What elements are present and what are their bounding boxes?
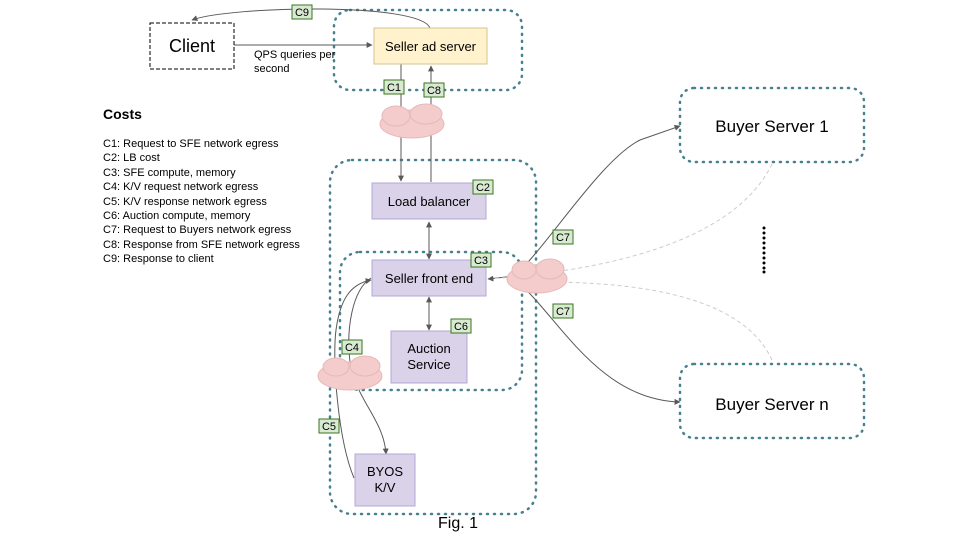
- buyer-server-n-group: [678, 362, 866, 440]
- costs-title: Costs: [103, 106, 142, 122]
- tag-c7-upper: C7: [552, 229, 574, 245]
- svg-text:C1: C1: [387, 82, 401, 94]
- tag-c8: C8: [423, 82, 445, 98]
- load-balancer-label: Load balancer: [388, 194, 471, 209]
- tag-c7-lower: C7: [552, 303, 574, 319]
- cost-item-c9: C9: Response to client: [103, 253, 214, 266]
- tag-c1: C1: [383, 79, 405, 95]
- svg-text:C7: C7: [556, 306, 570, 318]
- figure-caption: Fig. 1: [438, 515, 479, 532]
- seller-ad-server-label: Seller ad server: [385, 39, 477, 54]
- svg-text:C6: C6: [454, 321, 468, 333]
- more-buyers-ellipsis: [762, 226, 766, 274]
- tag-c6: C6: [450, 318, 472, 334]
- tag-c9: C9: [291, 4, 313, 20]
- byos-kv-label-line2: K/V: [375, 480, 396, 495]
- network-cloud-kv: [317, 355, 383, 391]
- client-label: Client: [169, 36, 215, 56]
- tag-c4: C4: [341, 339, 363, 355]
- cost-item-c3: C3: SFE compute, memory: [103, 166, 236, 179]
- tag-c5: C5: [318, 418, 340, 434]
- sfe-to-buyer-n-arrow: [519, 283, 681, 405]
- network-cloud-top: [379, 103, 445, 139]
- buyer-server-1-label: Buyer Server 1: [715, 117, 828, 136]
- network-cloud-buyers: [506, 258, 568, 294]
- cost-item-c7: C7: Request to Buyers network egress: [103, 224, 292, 237]
- seller-front-end-label: Seller front end: [385, 271, 473, 286]
- buyer-n-to-sfe-return: [539, 281, 773, 361]
- svg-text:C9: C9: [295, 7, 309, 19]
- buyer-server-1-group: [678, 86, 866, 164]
- cost-item-c6: C6: Auction compute, memory: [103, 210, 251, 223]
- svg-text:C7: C7: [556, 232, 570, 244]
- auction-service-node: Auction Service: [390, 330, 468, 384]
- load-balancer-node: Load balancer: [371, 182, 487, 220]
- svg-text:C3: C3: [474, 255, 488, 267]
- svg-text:C2: C2: [476, 182, 490, 194]
- sfe-to-buyer-1-arrow: [487, 124, 681, 280]
- svg-text:C4: C4: [345, 342, 359, 354]
- byos-kv-label-line1: BYOS: [367, 464, 403, 479]
- svg-text:C8: C8: [427, 85, 441, 97]
- seller-platform-group: [328, 158, 538, 516]
- tag-c3: C3: [470, 252, 492, 268]
- qps-note: QPS queries per second: [254, 49, 336, 75]
- cost-item-c5: C5: K/V response network egress: [103, 195, 267, 208]
- ad-server-group: [332, 8, 524, 92]
- tag-c2: C2: [472, 179, 494, 195]
- seller-front-end-node: Seller front end: [371, 259, 487, 297]
- seller-ad-server-node: Seller ad server: [373, 27, 488, 65]
- kv-to-sfe-arrow: [334, 278, 372, 479]
- cost-item-c2: C2: LB cost: [103, 152, 160, 165]
- buyer-1-to-sfe-return: [487, 163, 773, 282]
- ad-server-to-client-arrow: [191, 8, 431, 29]
- svg-text:C5: C5: [322, 421, 336, 433]
- buyer-server-n-label: Buyer Server n: [715, 395, 828, 414]
- cost-item-c1: C1: Request to SFE network egress: [103, 138, 279, 150]
- costs-list: C1: Request to SFE network egress C2: LB…: [103, 137, 300, 267]
- auction-service-label-line2: Service: [407, 357, 450, 372]
- byos-kv-node: BYOS K/V: [354, 453, 416, 507]
- client-node: Client: [149, 22, 235, 70]
- cost-item-c8: C8: Response from SFE network egress: [103, 238, 300, 251]
- cost-item-c4: C4: K/V request network egress: [103, 181, 259, 194]
- auction-service-label-line1: Auction: [407, 341, 450, 356]
